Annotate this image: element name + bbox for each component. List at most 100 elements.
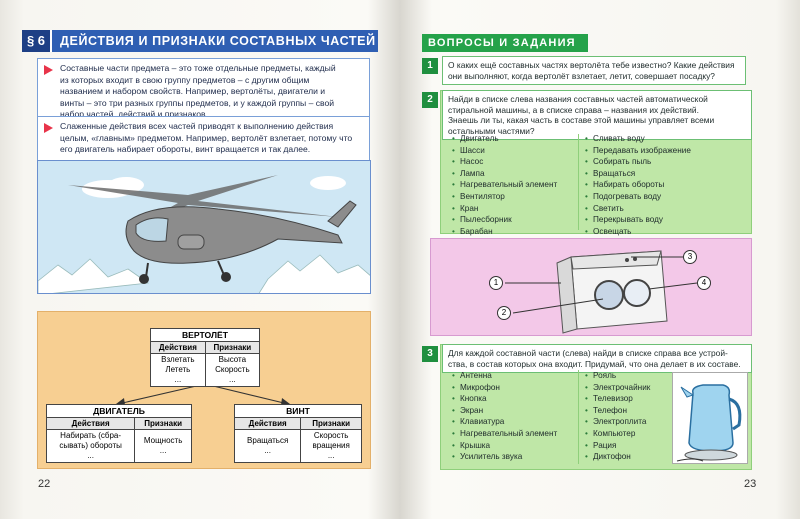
list-item: Кран <box>452 203 557 215</box>
list-item: Освещать <box>585 226 691 238</box>
list-item: Электрочайник <box>585 382 650 394</box>
info1-line: набор частей, действий и признаков. <box>60 109 208 120</box>
cell: Мощность <box>143 436 183 445</box>
cell: ... <box>264 446 271 455</box>
list-item: Рояль <box>585 370 650 382</box>
cell: Взлетать <box>161 355 195 364</box>
list-item: Вентилятор <box>452 191 557 203</box>
info-box-parts: Составные части предмета – это тоже отде… <box>37 58 370 126</box>
info2-line: его двигатель набирает обороты, винт вра… <box>60 144 311 155</box>
cell: ... <box>229 375 236 384</box>
info2-line: Слаженные действия всех частей приводят … <box>60 121 334 131</box>
list-item: Двигатель <box>452 133 557 145</box>
list-item: Вращаться <box>585 168 691 180</box>
list-item: Шасси <box>452 145 557 157</box>
question-2-text: Найди в списке слева названия составных … <box>442 90 752 141</box>
list-item: Перекрывать воду <box>585 214 691 226</box>
q2-line: стиральной машины, а в списке справа – н… <box>448 104 699 115</box>
list-item: Электроплита <box>585 416 650 428</box>
list-item: Рация <box>585 440 650 452</box>
list-item: Набирать обороты <box>585 179 691 191</box>
list-item: Клавиатура <box>452 416 557 428</box>
diagram-arrows <box>116 383 290 405</box>
col-header: Действия <box>235 418 302 430</box>
list-item: Собирать пыль <box>585 156 691 168</box>
list-item: Сливать воду <box>585 133 691 145</box>
washing-machine-illustration: 1 2 3 4 <box>430 238 752 336</box>
q3-parts-list: Антенна Микрофон Кнопка Экран Клавиатура… <box>452 370 557 463</box>
helicopter-icon <box>38 175 370 293</box>
questions-header: ВОПРОСЫ И ЗАДАНИЯ <box>422 34 588 52</box>
list-item: Передавать изображение <box>585 145 691 157</box>
helicopter-illustration <box>37 160 371 294</box>
list-item: Телевизор <box>585 393 650 405</box>
q2-line: Найди в списке слева названия составных … <box>448 94 708 104</box>
list-item: Насос <box>452 156 557 168</box>
q2-line: остальными частями? <box>448 125 535 136</box>
section-number: § 6 <box>22 30 52 52</box>
q1-line: они выполняют, когда вертолёт взлетает, … <box>448 70 715 81</box>
box-title: ВЕРТОЛЁТ <box>151 329 259 342</box>
kettle-illustration <box>672 372 748 464</box>
q2-actions-list: Сливать воду Передавать изображение Соби… <box>585 133 691 237</box>
q3-line: ства, в состав которых она входит. Приду… <box>448 358 741 369</box>
list-item: Пылесборник <box>452 214 557 226</box>
col-header: Действия <box>47 418 136 430</box>
col-header: Признаки <box>134 418 191 430</box>
list-item: Нагревательный элемент <box>452 179 557 191</box>
cell: сывать) обороты <box>59 441 122 450</box>
question-number: 3 <box>422 346 438 362</box>
info1-line: Составные части предмета – это тоже отде… <box>60 63 336 73</box>
red-triangle-icon <box>44 65 53 75</box>
list-item: Нагревательный элемент <box>452 428 557 440</box>
page-number-left: 22 <box>38 478 51 490</box>
q3-line: Для каждой составной части (слева) найди… <box>448 348 728 358</box>
list-divider <box>578 134 579 230</box>
page-number-right: 23 <box>744 478 757 490</box>
list-item: Лампа <box>452 168 557 180</box>
washing-machine-icon <box>505 250 698 334</box>
list-item: Светить <box>585 203 691 215</box>
info-box-actions: Слаженные действия всех частей приводят … <box>37 116 370 161</box>
col-header: Признаки <box>300 418 361 430</box>
cell: Вращаться <box>247 436 289 445</box>
list-item: Экран <box>452 405 557 417</box>
list-item: Антенна <box>452 370 557 382</box>
list-divider <box>578 370 579 464</box>
info1-line: из которых входит в свою группу предмето… <box>60 74 310 85</box>
question-3-text: Для каждой составной части (слева) найди… <box>442 344 752 374</box>
callout-1: 1 <box>489 276 503 290</box>
q3-devices-list: Рояль Электрочайник Телевизор Телефон Эл… <box>585 370 650 463</box>
question-1-text: О каких ещё составных частях вертолёта т… <box>442 56 746 86</box>
cell: Скорость <box>215 365 250 374</box>
cell: ... <box>174 375 182 384</box>
list-item: Усилитель звука <box>452 451 557 463</box>
cell: ... <box>87 451 94 460</box>
cell: Скорость <box>313 431 349 440</box>
cell: ... <box>327 451 335 460</box>
col-header: Действия <box>151 342 206 354</box>
kettle-icon <box>676 384 742 462</box>
q2-parts-list: Двигатель Шасси Насос Лампа Нагревательн… <box>452 133 557 237</box>
list-item: Крышка <box>452 440 557 452</box>
callout-4: 4 <box>697 276 711 290</box>
list-item: Диктофон <box>585 451 650 463</box>
list-item: Барабан <box>452 226 557 238</box>
list-item: Компьютер <box>585 428 650 440</box>
cell: ... <box>159 446 167 455</box>
cell: Высота <box>218 355 247 364</box>
q1-line: О каких ещё составных частях вертолёта т… <box>448 60 735 70</box>
callout-2: 2 <box>497 306 511 320</box>
section-title: ДЕЙСТВИЯ И ПРИЗНАКИ СОСТАВНЫХ ЧАСТЕЙ <box>60 34 376 48</box>
box-title: ДВИГАТЕЛЬ <box>47 405 191 418</box>
question-number: 1 <box>422 58 438 74</box>
cell: Лететь <box>165 365 191 374</box>
cell: вращения <box>312 441 350 450</box>
question-number: 2 <box>422 92 438 108</box>
cell: Набирать (сбра- <box>60 431 122 440</box>
info1-line: винты – это три разных группы предметов,… <box>60 97 335 108</box>
